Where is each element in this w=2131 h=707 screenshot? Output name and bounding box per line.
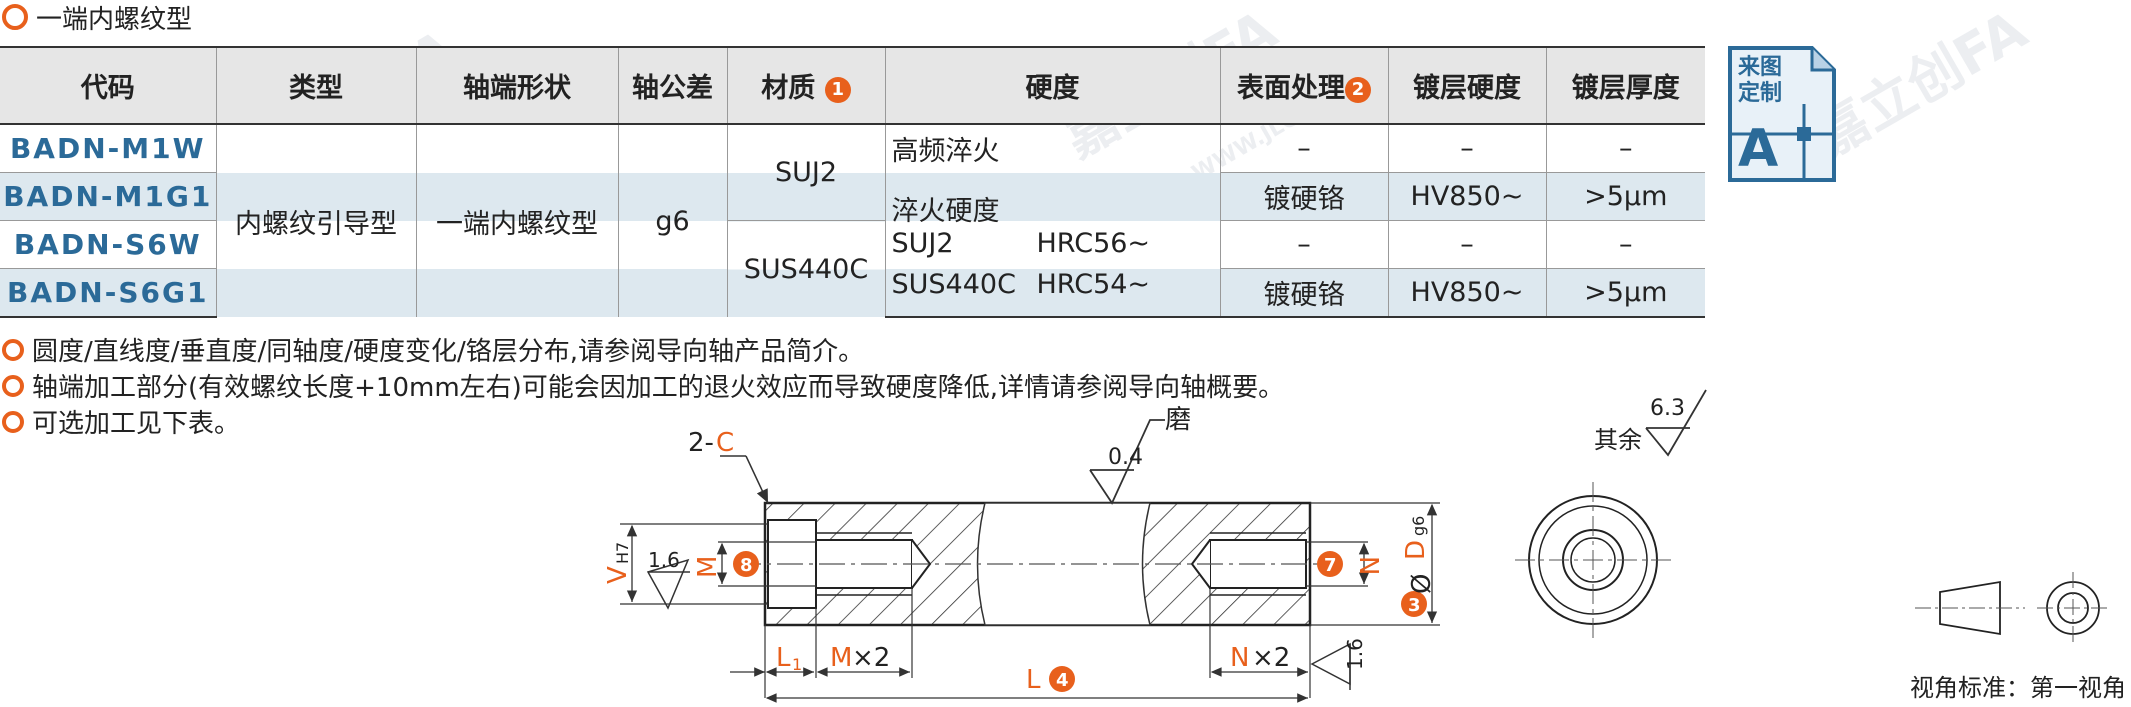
surface-cell: 镀硬铬: [1219, 172, 1388, 221]
projection-label: 视角标准：第一视角: [1910, 674, 2126, 702]
svg-text:7: 7: [1324, 555, 1337, 576]
header-end-shape: 轴端形状: [415, 46, 618, 125]
plating-thickness-cell: >5μm: [1545, 268, 1705, 318]
general-roughness-symbol: 其余 6.3: [1594, 389, 1707, 457]
svg-text:其余: 其余: [1594, 426, 1642, 454]
plating-thickness-cell: –: [1545, 220, 1705, 269]
chamfer-callout: 2- C: [688, 428, 769, 504]
code-cell[interactable]: BADN-M1W: [9, 132, 206, 165]
plating-hardness-cell: HV850~: [1387, 268, 1546, 318]
svg-text:N: N: [1230, 643, 1249, 673]
svg-text:4: 4: [1056, 670, 1069, 691]
svg-text:2-: 2-: [688, 428, 714, 458]
hardness-line-1: 高频淬火: [884, 124, 1220, 173]
svg-text:3: 3: [1408, 595, 1421, 616]
circle-bullet-icon: [2, 374, 24, 397]
svg-text:H7: H7: [613, 542, 632, 564]
hardness-line-2: 淬火硬度: [891, 195, 1000, 227]
section-title-text: 一端内螺纹型: [36, 4, 193, 35]
plating-hardness-cell: –: [1387, 124, 1546, 173]
svg-text:×2: ×2: [852, 643, 890, 673]
note-2-marker: 2: [1345, 76, 1371, 103]
svg-text:g6: g6: [1409, 516, 1428, 536]
svg-text:C: C: [716, 428, 734, 458]
svg-text:D: D: [1401, 540, 1431, 560]
badge-line-2: 定制: [1738, 80, 1782, 106]
right-dimensions: 7 N 3 Ø D g6: [1306, 502, 1440, 626]
svg-text:0.4: 0.4: [1108, 445, 1143, 470]
circle-bullet-icon: [2, 338, 24, 361]
header-plating-thickness: 镀层厚度: [1545, 46, 1705, 125]
header-material: 材质 1: [726, 46, 885, 125]
code-cell[interactable]: BADN-M1G1: [0, 172, 216, 221]
svg-text:N: N: [1353, 556, 1383, 575]
material-cell: SUS440C: [726, 220, 885, 317]
note-item: 圆度/直线度/垂直度/同轴度/硬度变化/铬层分布,请参阅导向轴产品简介。: [0, 331, 864, 368]
surface-cell: –: [1219, 220, 1388, 269]
plating-thickness-cell: >5μm: [1545, 172, 1705, 221]
material-cell: SUJ2: [726, 124, 885, 221]
header-plating-hardness: 镀层硬度: [1387, 46, 1546, 125]
code-cell[interactable]: BADN-S6W: [0, 220, 216, 269]
svg-text:L: L: [1026, 665, 1041, 695]
svg-text:×2: ×2: [1252, 643, 1290, 673]
header-hardness: 硬度: [884, 46, 1220, 125]
projection-symbol: [1915, 572, 2109, 644]
shaft-section: [735, 501, 1340, 627]
circle-bullet-icon: [2, 410, 24, 433]
table-row: BADN-M1W 内螺纹引导型 一端内螺纹型 g6 SUJ2 高频淬火 – – …: [0, 124, 1705, 317]
note-1-marker: 1: [824, 76, 851, 103]
svg-text:L: L: [776, 643, 791, 673]
note-item: 轴端加工部分(有效螺纹长度+10mm左右)可能会因加工的退火效应而导致硬度降低,…: [0, 367, 1284, 404]
header-tolerance: 轴公差: [617, 46, 727, 125]
code-cell[interactable]: BADN-S6G1: [0, 268, 216, 318]
surface-cell: 镀硬铬: [1219, 268, 1388, 318]
table-row: BADN-S6W SUS440C – – –: [0, 220, 1705, 317]
grind-roughness-symbol: 0.4 磨: [1089, 405, 1191, 505]
svg-text:8: 8: [740, 555, 753, 576]
type-cell: 内螺纹引导型: [215, 124, 416, 317]
tolerance-cell: g6: [617, 124, 727, 317]
svg-text:磨: 磨: [1165, 405, 1191, 435]
end-shape-cell: 一端内螺纹型: [415, 124, 618, 317]
plating-hardness-cell: HV850~: [1387, 172, 1546, 221]
section-title: 一端内螺纹型: [0, 0, 193, 35]
surface-cell: –: [1219, 124, 1388, 173]
header-code: 代码: [0, 46, 216, 125]
custom-drawing-badge[interactable]: 来图 定制 A: [1726, 44, 1838, 184]
circle-bullet-icon: [2, 4, 28, 30]
header-type: 类型: [215, 46, 416, 125]
end-view: [1515, 482, 1671, 638]
left-dimensions: V H7 1.6 M 8: [603, 523, 816, 610]
plating-hardness-cell: –: [1387, 220, 1546, 269]
badge-line-1: 来图: [1737, 55, 1782, 80]
svg-text:1.6: 1.6: [1343, 638, 1367, 670]
svg-text:6.3: 6.3: [1650, 396, 1685, 421]
plating-thickness-cell: –: [1545, 124, 1705, 173]
svg-text:Ø: Ø: [1407, 574, 1437, 594]
bottom-dimensions: L 1 M ×2 N ×2 L 4 1.6: [730, 588, 1367, 703]
svg-text:1: 1: [792, 655, 802, 674]
document-icon: 来图 定制 A: [1728, 46, 1836, 182]
note-item: 可选加工见下表。: [0, 403, 240, 440]
svg-text:1.6: 1.6: [648, 548, 680, 572]
svg-text:V: V: [603, 566, 633, 584]
svg-text:M: M: [693, 556, 723, 578]
svg-text:M: M: [830, 643, 852, 673]
badge-letter: A: [1738, 119, 1778, 179]
